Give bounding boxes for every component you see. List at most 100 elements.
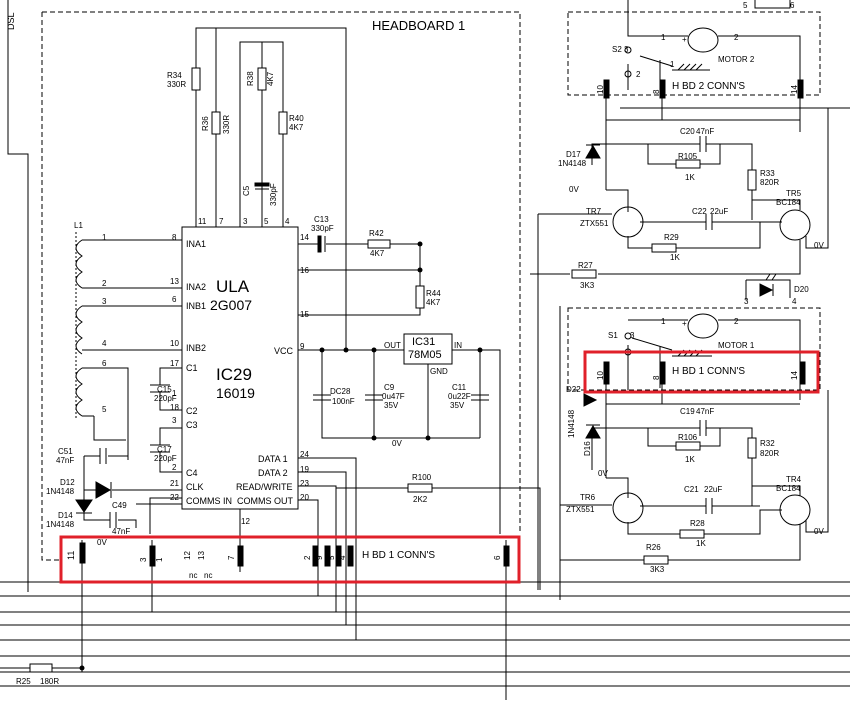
r28-value: 1K [696,539,706,548]
pin-c4: C4 [186,468,198,478]
pin-comms-in: COMMS IN [186,496,232,506]
r38-label: R38 [246,71,255,86]
motor2-section [538,0,850,253]
motor1-symbol [687,313,719,339]
d22-value: 1N4148 [567,409,576,438]
conn-pin-label: 3 [139,557,148,562]
motor1-section [559,306,829,600]
conn1-pin: 10 [596,371,605,380]
conn-pin-label: 12 [183,551,192,560]
d12-diode [95,481,112,499]
r26-label: R26 [646,543,661,552]
conn-pin-label: 11 [66,551,76,560]
r28-label: R28 [690,519,705,528]
ic29-part-label: 2G007 [210,297,252,313]
hbd1-pin-3 [149,545,156,567]
c19-label: C19 [680,407,695,416]
d16-diode [585,425,601,439]
c11-label: C11 [452,383,467,392]
ground-label: 0V [97,538,107,547]
d20-label: D20 [794,285,809,294]
r105-value: 1K [685,173,695,182]
pin-num: 2 [172,463,177,472]
pin-data2: DATA 2 [258,468,288,478]
dsl-label: DSL [6,12,16,30]
r42-label: R42 [369,229,384,238]
r27-resistor [571,269,597,279]
r105-label: R105 [678,152,698,161]
r32-value: 820R [760,449,779,458]
d12-value: 1N4148 [46,487,75,496]
hbd1-connector-highlight[interactable] [59,535,521,584]
ic31-out-label: OUT [384,341,401,350]
d20-pin: 3 [744,297,749,306]
pin-num: 19 [300,465,309,474]
m2-ground: 0V [569,185,579,194]
c22-label: C22 [692,207,707,216]
ic29-right-network [298,235,425,316]
pin-inb2: INB2 [186,343,206,353]
s1-pin: 3 [630,331,635,340]
s1-label: S1 [608,331,618,340]
l1-pin: 4 [102,339,107,348]
r34-value: 330R [167,80,186,89]
pin-num: 21 [170,479,179,488]
c13-value: 330pF [311,224,334,233]
r36-label: R36 [201,116,210,131]
pin-read-write: READ/WRITE [236,482,293,492]
tr6-value: ZTX551 [566,505,595,514]
c13-plate [317,235,322,253]
r38-value: 4K7 [266,71,275,86]
hbd1-pin-9 [324,545,331,567]
r25-label: R25 [16,677,31,686]
motor2-label: MOTOR 2 [718,55,755,64]
c11-voltage: 35V [450,401,465,410]
c19-value: 47nF [696,407,714,416]
ic31-labels: IC31 78M05 OUT IN GND DC28 100nF C9 0u47… [330,336,471,448]
tr5-value: BC184 [776,198,801,207]
l1-pin: 1 [102,233,107,242]
c49-label: C49 [112,501,127,510]
c51-value: 47nF [56,456,74,465]
s2-pin: 1 [670,60,675,69]
r33-value: 820R [760,178,779,187]
r28-resistor [679,529,705,539]
m1-pin: 2 [734,317,739,326]
pin-inb1: INB1 [186,301,206,311]
d17-diode [585,145,601,159]
pin-num: 11 [198,217,207,226]
r44-resistor [415,285,425,309]
pin-num: 17 [170,359,179,368]
pin-num: 4 [285,217,290,226]
data-lines [81,457,541,700]
headboard-boundary [41,11,521,580]
d14-label: D14 [58,511,73,520]
ic29-number-label: 16019 [216,385,255,401]
r33-label: R33 [760,169,775,178]
d22-diode [583,393,598,407]
c5-plate [254,182,270,187]
pin-ina2: INA2 [186,282,206,292]
hbd2-conn-label: H BD 2 CONN'S [672,81,745,92]
conn-nc-label: nc [189,571,197,580]
c20-label: C20 [680,127,695,136]
hbd1-right-connector-highlight[interactable] [583,350,820,394]
ic31-label: IC31 [412,336,435,348]
r100-label: R100 [412,473,432,482]
pin-num: 18 [170,403,179,412]
c51-label: C51 [58,447,73,456]
s2-label: S2 [612,45,622,54]
d16-label: D16 [583,441,592,456]
d12-label: D12 [60,478,75,487]
d17-value: 1N4148 [558,159,587,168]
ic29-top-network [191,27,347,350]
s2-pin: 2 [636,70,641,79]
ic29-pin-numbers: 11 7 3 5 4 8 13 6 10 17 1 18 3 2 21 22 1… [170,217,309,526]
r40-resistor [278,111,288,135]
ic29-pin-names: INA1 INA2 INB1 INB2 C1 C2 C3 C4 CLK COMM… [186,239,294,506]
r44-label: R44 [426,289,441,298]
c5-label: C5 [242,185,251,196]
ic29-right-labels: C13 330pF R42 4K7 R44 4K7 [311,215,441,307]
d20-led [759,283,774,297]
c9-label: C9 [384,383,395,392]
